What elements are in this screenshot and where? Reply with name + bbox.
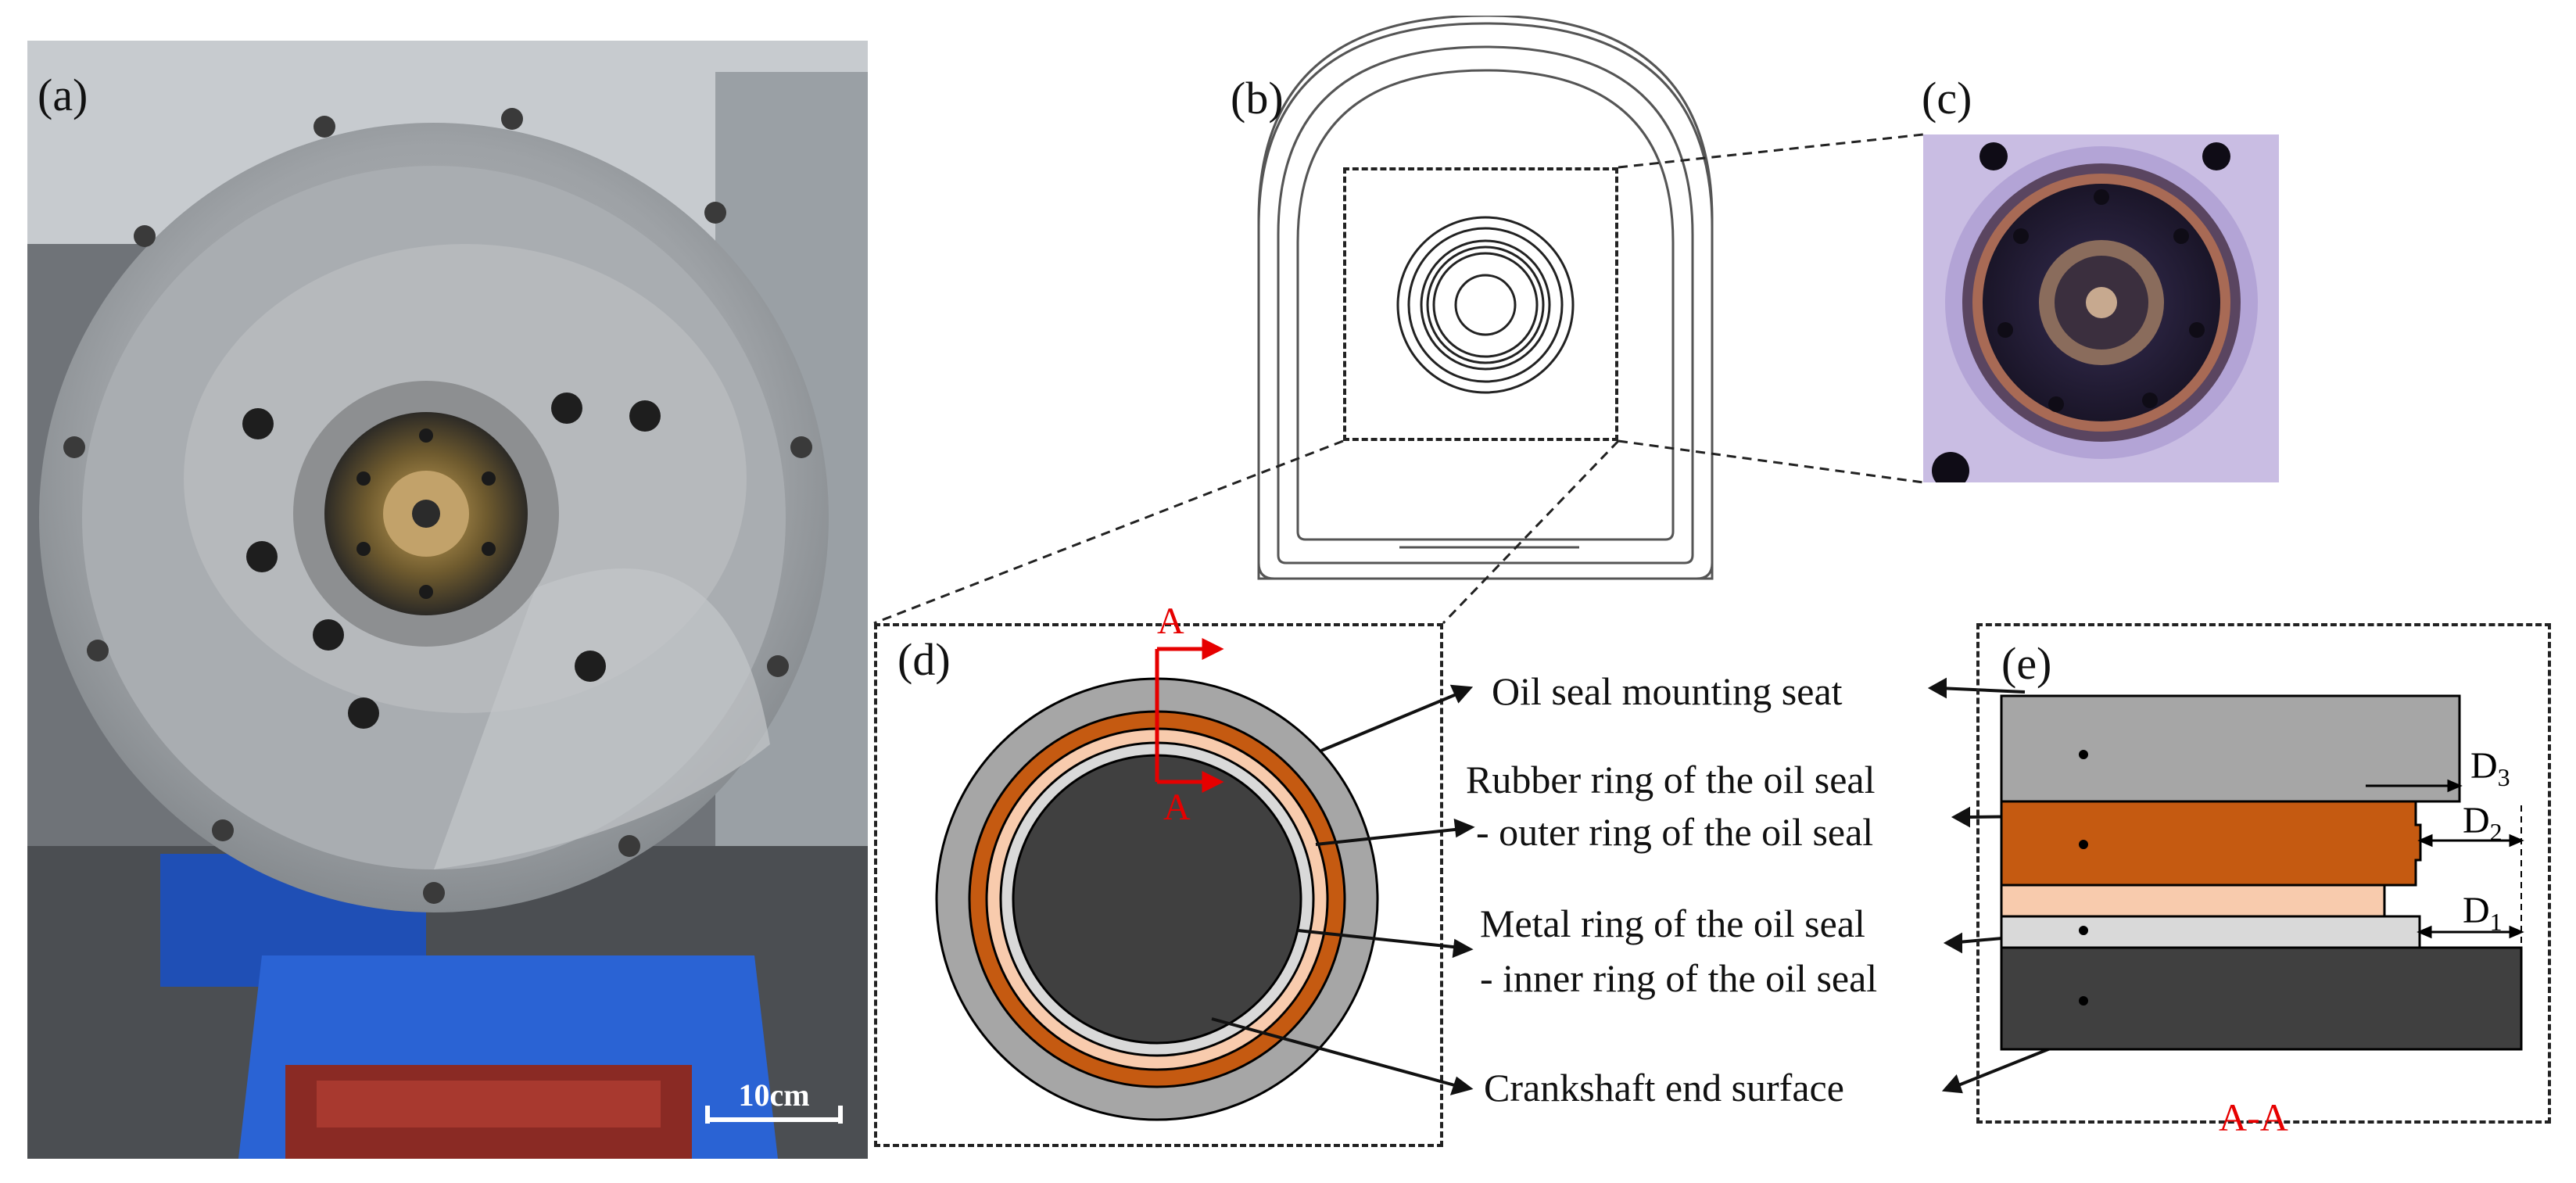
- panel-e-label: (e): [2001, 638, 2052, 689]
- panel-c-label: (c): [1922, 73, 1972, 124]
- callout-metal-ring-line2: - inner ring of the oil seal: [1480, 956, 1878, 1000]
- section-a-a-diagram: D3 D2 D1: [2000, 694, 2524, 1051]
- section-crankshaft-block: [2000, 946, 2523, 1051]
- section-title-a-a: A-A: [2219, 1095, 2288, 1139]
- panel-b-label: (b): [1231, 73, 1284, 124]
- section-metal-block: [2000, 915, 2421, 949]
- panel-d-label: (d): [897, 634, 951, 685]
- zoom-box-b: [1343, 167, 1618, 441]
- dim-d1: D1: [2463, 890, 2503, 936]
- callout-oil-seal-mounting-seat: Oil seal mounting seat: [1492, 669, 1843, 713]
- scale-bar-label: 10cm: [738, 1077, 809, 1113]
- callout-rubber-ring-line1: Rubber ring of the oil seal: [1466, 758, 1876, 801]
- section-rubber-block: [2000, 800, 2422, 887]
- dim-d2: D2: [2463, 800, 2503, 846]
- section-mark-top: A: [1157, 602, 1184, 642]
- photo-engine-housing: 10cm: [27, 41, 868, 1159]
- section-line-a-a: [1155, 637, 1224, 794]
- photo-oil-seal-closeup: [1923, 134, 2279, 482]
- panel-e-frame: [1976, 623, 2551, 1124]
- section-peach-block: [2000, 884, 2386, 918]
- panel-d-frame: [874, 623, 1443, 1147]
- scale-bar: 10cm: [705, 1077, 843, 1124]
- cad-outline-housing: [1257, 16, 1714, 580]
- section-seat-block: [2000, 694, 2461, 803]
- dim-d3: D3: [2470, 745, 2510, 791]
- callout-rubber-ring-line2: - outer ring of the oil seal: [1476, 810, 1874, 854]
- callout-crankshaft-end-surface: Crankshaft end surface: [1484, 1066, 1844, 1110]
- panel-a-label: (a): [38, 70, 88, 120]
- section-mark-bottom: A: [1163, 787, 1191, 828]
- callout-metal-ring-line1: Metal ring of the oil seal: [1480, 902, 1865, 945]
- seal-cross-section: A A: [935, 602, 1379, 1121]
